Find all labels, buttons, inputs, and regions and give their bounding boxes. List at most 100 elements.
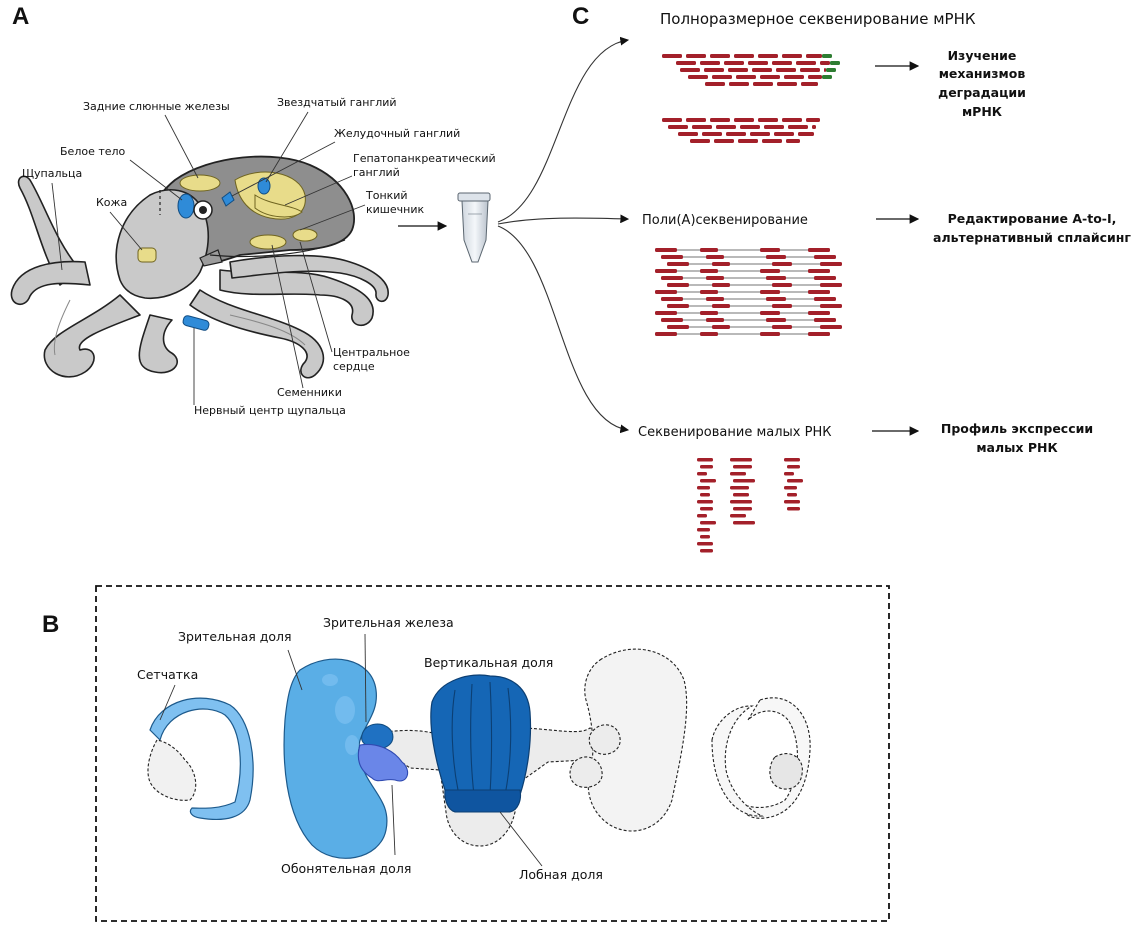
polya-exon-read — [760, 248, 780, 252]
arm-4 — [138, 314, 178, 374]
polya-exon-read — [814, 255, 836, 259]
full-length-read — [750, 132, 770, 136]
full-length-read — [678, 132, 698, 136]
polya-exon-read — [808, 332, 830, 336]
result-1-line-4: мРНК — [962, 104, 1003, 119]
polya-exon-read — [820, 262, 842, 266]
polya-exon-read — [655, 311, 677, 315]
full-length-read — [738, 139, 758, 143]
small-rna-read — [700, 535, 710, 539]
full-length-reads — [662, 54, 840, 143]
small-rna-read — [733, 521, 755, 525]
polya-exon-read — [667, 262, 689, 266]
full-length-read — [740, 125, 760, 129]
polya-exon-read — [772, 262, 792, 266]
full-length-read — [774, 132, 794, 136]
full-length-read — [800, 68, 820, 72]
small-rna-read — [700, 507, 713, 511]
polya-exon-read — [814, 318, 836, 322]
full-length-read — [748, 61, 768, 65]
full-length-read — [752, 68, 772, 72]
polya-exon-read — [700, 332, 718, 336]
polya-exon-read — [700, 248, 718, 252]
full-length-read — [734, 54, 754, 58]
stellate-ganglion — [257, 177, 271, 195]
full-length-read — [758, 118, 778, 122]
full-length-read — [726, 132, 746, 136]
salivary-gland — [179, 174, 221, 192]
small-rna-read — [784, 486, 797, 490]
polya-exon-read — [772, 304, 792, 308]
result-2-line-2: альтернативный сплайсинг — [933, 230, 1131, 245]
polya-exon-read — [706, 318, 724, 322]
result-1-line-2: механизмов — [939, 66, 1026, 81]
full-length-read — [777, 82, 797, 86]
label-intestine-1: Тонкий — [365, 189, 408, 202]
result-1-line-1: Изучение — [948, 48, 1017, 63]
label-posterior-salivary: Задние слюнные железы — [83, 100, 230, 113]
octopus-illustration — [10, 155, 389, 379]
label-retina: Сетчатка — [137, 667, 198, 682]
full-length-title: Полноразмерное секвенирование мРНК — [660, 10, 976, 28]
small-rna-read — [700, 521, 716, 525]
label-hepato-2: ганглий — [353, 166, 400, 179]
polya-exon-read — [814, 297, 836, 301]
result-1-line-3: деградации — [938, 85, 1026, 100]
polya-exon-read — [667, 283, 689, 287]
full-length-read — [734, 118, 754, 122]
panel-b-leaders — [159, 633, 543, 867]
retina-right-outer — [711, 705, 765, 817]
full-length-read — [686, 118, 706, 122]
arm-3 — [43, 294, 141, 378]
small-rna-read — [733, 507, 752, 511]
branch-lines — [497, 36, 630, 434]
label-frontal-lobe: Лобная доля — [519, 867, 603, 882]
full-length-read — [772, 61, 792, 65]
polya-exon-read — [655, 332, 677, 336]
label-stellate-ganglion: Звездчатый ганглий — [277, 96, 397, 109]
full-length-read — [710, 118, 730, 122]
frontal-lobe — [444, 789, 522, 813]
small-rna-read — [784, 500, 800, 504]
label-arm-nerve: Нервный центр щупальца — [194, 404, 346, 417]
full-length-read — [668, 125, 688, 129]
panel-b-frame — [95, 585, 890, 922]
full-length-read — [676, 61, 696, 65]
polya-exon-read — [766, 318, 786, 322]
full-length-read — [820, 61, 830, 65]
polya-exon-read — [706, 255, 724, 259]
optic-lobe-right — [584, 648, 688, 832]
small-rna-read — [697, 458, 713, 462]
small-rna-read — [700, 549, 713, 553]
full-length-read — [686, 54, 706, 58]
full-length-read — [692, 125, 712, 129]
full-length-read — [662, 54, 682, 58]
full-length-read — [762, 139, 782, 143]
arm-nerve-cord — [182, 315, 210, 331]
label-tentacles: Щупальца — [22, 167, 82, 180]
read-polya-tail — [830, 61, 840, 65]
polya-exon-read — [760, 311, 780, 315]
small-rna-read — [787, 507, 800, 511]
result-2-line-1: Редактирование A-to-I, — [948, 211, 1117, 226]
full-length-read — [782, 54, 802, 58]
skin-sample — [137, 247, 157, 263]
label-vertical-lobe: Вертикальная доля — [424, 655, 553, 670]
small-rna-read — [730, 458, 752, 462]
full-length-read — [808, 75, 822, 79]
retina-right — [743, 697, 811, 819]
small-rna-read — [787, 479, 803, 483]
small-rna-read — [697, 528, 710, 532]
small-rna-read — [697, 486, 710, 490]
label-intestine-2: кишечник — [366, 203, 424, 216]
panel-a-leaders — [51, 111, 366, 405]
polya-reads — [655, 248, 842, 336]
label-white-body: Белое тело — [60, 145, 126, 158]
small-rna-read — [697, 514, 707, 518]
olfactory-lobe-right — [569, 756, 603, 788]
small-rna-read — [730, 500, 752, 504]
small-rna-read — [787, 465, 800, 469]
full-length-read — [764, 125, 784, 129]
polya-exon-read — [661, 318, 683, 322]
full-length-read — [760, 75, 780, 79]
